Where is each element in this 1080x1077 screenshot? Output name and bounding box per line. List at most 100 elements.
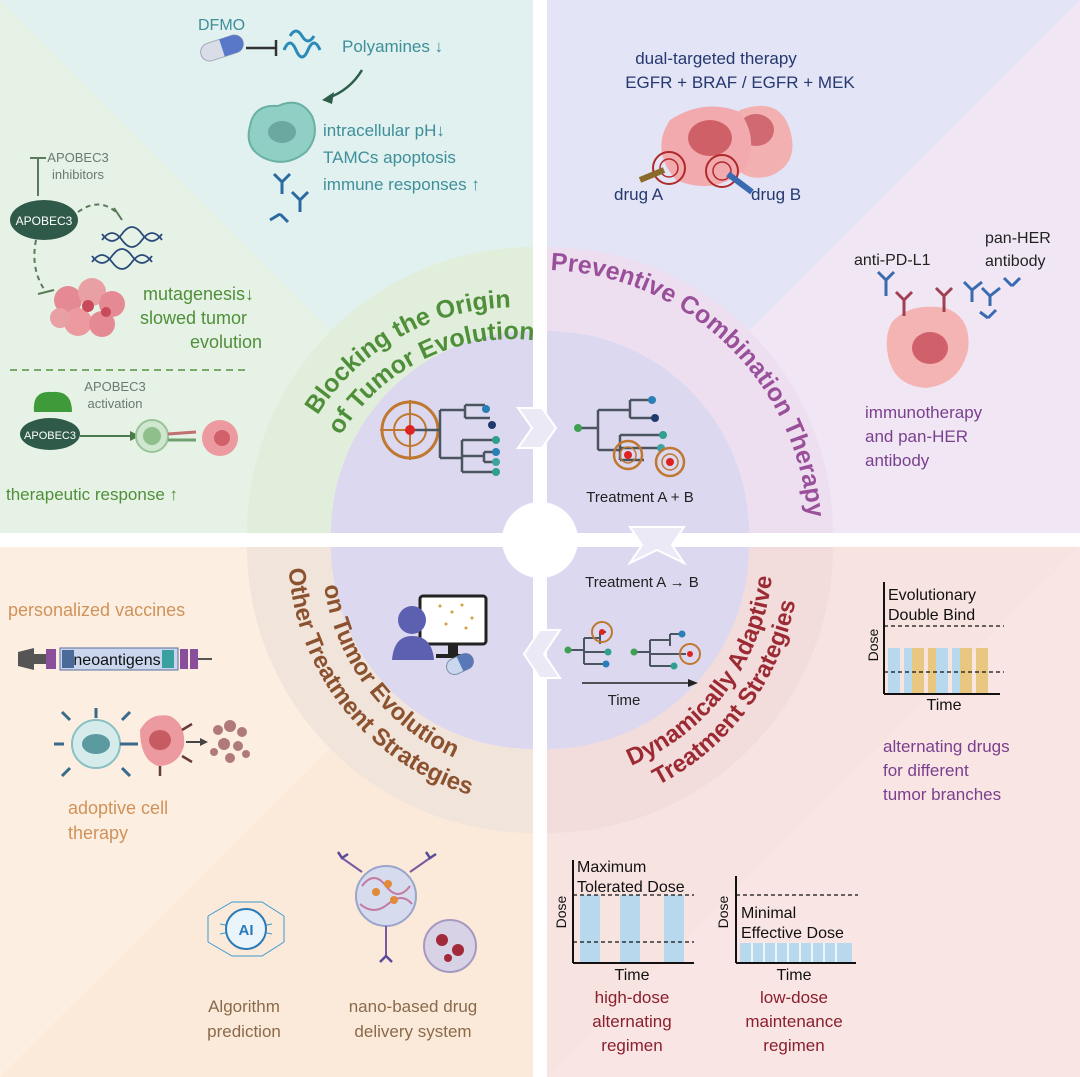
label-intracellular-ph: intracellular pH↓ (323, 121, 445, 140)
dfmo-pill-icon (200, 34, 244, 62)
label-regimen-2: regimen (763, 1036, 824, 1055)
antibody-icon (269, 172, 310, 224)
label-immunotherapy: immunotherapy (865, 403, 983, 422)
chevron-left-icon (522, 629, 562, 679)
target-icon (654, 446, 686, 478)
inner-disc (331, 331, 749, 749)
target-icon (652, 151, 739, 188)
tumor-cell-icon (886, 286, 969, 388)
pill-icon (446, 652, 474, 676)
label-dfmo: DFMO (198, 17, 245, 34)
apoptotic-debris-icon (210, 720, 250, 763)
label-antibody-2: antibody (865, 451, 930, 470)
label-dose-3: Dose (715, 895, 731, 928)
tumor-cell-icon (202, 420, 238, 456)
label-time-2: Time (615, 967, 650, 984)
label-slowed-tumor: slowed tumor (140, 308, 247, 328)
label-therapeutic-response: therapeutic response ↑ (6, 485, 178, 504)
label-apobec3-inhibitors-1: APOBEC3 (47, 150, 108, 165)
label-dose-1: Dose (865, 628, 881, 661)
apobec3-enzyme-icon (10, 200, 78, 240)
label-algorithm: Algorithm (208, 997, 280, 1016)
target-icon (591, 621, 613, 643)
chevron-right-icon (516, 407, 558, 449)
activator-icon (33, 391, 72, 412)
label-double-bind: Double Bind (888, 607, 975, 624)
tumor-cluster-icon (50, 278, 125, 337)
label-apobec3: APOBEC3 (16, 214, 73, 228)
phylogenetic-tree-icon (415, 403, 494, 474)
person-computer-icon (392, 594, 488, 676)
label-drug-a: drug A (614, 185, 664, 204)
apobec3-enzyme-icon (20, 418, 80, 450)
label-apobec3-small: APOBEC3 (24, 430, 76, 442)
label-egfr-combo: EGFR + BRAF / EGFR + MEK (625, 73, 855, 92)
label-dose-2: Dose (553, 895, 569, 928)
antibody-icon (876, 270, 1022, 320)
drug-b-arrow (726, 171, 754, 195)
label-time-3: Time (777, 967, 812, 984)
label-treatment-a-to-b: Treatment A → B (585, 574, 699, 591)
label-dual-targeted: dual-targeted therapy (635, 49, 797, 68)
label-maximum: Maximum (577, 859, 646, 876)
nanoparticle-icon (423, 919, 477, 973)
label-delivery-system: delivery system (354, 1022, 471, 1041)
target-icon (679, 643, 701, 665)
label-adoptive-cell: adoptive cell (68, 798, 168, 818)
label-maintenance: maintenance (745, 1012, 842, 1031)
label-drug-b: drug B (751, 185, 801, 204)
label-treatment-ab: Treatment A + B (586, 489, 693, 506)
label-tamcs-apoptosis: TAMCs apoptosis (323, 148, 456, 167)
nanoparticle-icon (336, 851, 437, 963)
label-ai: AI (239, 922, 254, 939)
label-alternating-drugs: alternating drugs (883, 737, 1010, 756)
label-therapy: therapy (68, 823, 128, 843)
tumor-cells-icon (661, 105, 793, 187)
label-alternating: alternating (592, 1012, 671, 1031)
label-low-dose: low-dose (760, 988, 828, 1007)
med-bar (740, 943, 852, 963)
label-nano-based: nano-based drug (349, 997, 478, 1016)
ai-network-icon (207, 901, 285, 957)
polyamine-icon (282, 29, 322, 59)
label-personalized-vaccines: personalized vaccines (8, 600, 185, 620)
label-for-different: for different (883, 761, 969, 780)
label-tumor-branches: tumor branches (883, 785, 1001, 804)
label-prediction: prediction (207, 1022, 281, 1041)
label-high-dose: high-dose (595, 988, 670, 1007)
tumor-cell-icon (140, 715, 193, 776)
label-pan-her: pan-HER (985, 230, 1051, 247)
label-center-time: Time (608, 692, 641, 709)
label-evolution: evolution (190, 332, 262, 352)
tree-sequential-icon (570, 631, 686, 667)
label-neoantigens: neoantigens (73, 652, 160, 669)
double-bind-bars (888, 648, 988, 694)
t-cell-icon (135, 419, 197, 453)
mtd-bars (580, 895, 684, 963)
label-apobec3-activation-2: activation (88, 396, 143, 411)
label-time-1: Time (927, 697, 962, 714)
label-mutagenesis: mutagenesis↓ (143, 284, 254, 304)
label-and-pan-her: and pan-HER (865, 427, 968, 446)
label-antibody: antibody (985, 253, 1046, 270)
chevron-down-icon (627, 526, 687, 566)
label-minimal: Minimal (741, 905, 796, 922)
label-apobec3-activation-1: APOBEC3 (84, 379, 145, 394)
macrophage-cell-icon (247, 101, 316, 163)
drug-a-arrow (638, 167, 666, 183)
label-anti-pdl1: anti-PD-L1 (854, 252, 931, 269)
label-polyamines: Polyamines ↓ (342, 37, 443, 56)
car-t-cell-icon (54, 708, 138, 778)
center-hole (502, 502, 578, 578)
syringe-icon (18, 647, 212, 671)
label-effective-dose: Effective Dose (741, 925, 844, 942)
dna-icon (91, 226, 163, 270)
label-regimen-1: regimen (601, 1036, 662, 1055)
label-evolutionary: Evolutionary (888, 587, 976, 604)
outer-ring (247, 247, 833, 833)
label-apobec3-inhibitors-2: inhibitors (52, 167, 105, 182)
label-immune-responses: immune responses ↑ (323, 175, 480, 194)
label-tolerated-dose: Tolerated Dose (577, 879, 685, 896)
